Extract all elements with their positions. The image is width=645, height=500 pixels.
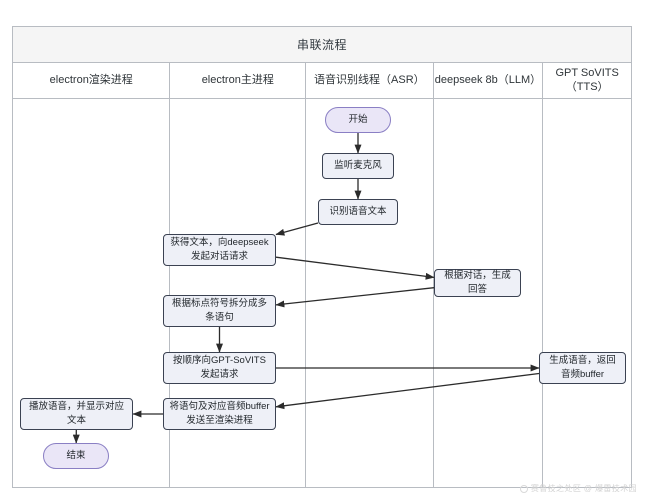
lane-header-4: GPT SoVITS（TTS） xyxy=(543,63,631,98)
lane-header-label: GPT SoVITS（TTS） xyxy=(555,67,619,93)
lane-header-0: electron渲染进程 xyxy=(13,63,171,98)
page-title: 串联流程 xyxy=(296,38,347,52)
flow-node-llmanswer[interactable]: 根据对话，生成回答 xyxy=(434,269,521,297)
diagram-title-bar: 串联流程 xyxy=(13,27,631,63)
flow-node-label: 监听麦克风 xyxy=(334,160,382,172)
flow-node-split[interactable]: 根据标点符号拆分成多条语句 xyxy=(163,295,276,327)
flow-node-listen[interactable]: 监听麦克风 xyxy=(322,153,394,179)
lane-header-2: 语音识别线程（ASR） xyxy=(306,63,434,98)
flow-node-label: 播放语音，并显示对应文本 xyxy=(28,401,124,426)
watermark-dot-icon xyxy=(519,484,528,493)
lane-header-1: electron主进程 xyxy=(170,63,307,98)
flow-node-end[interactable]: 结束 xyxy=(43,443,109,469)
lane-header-label: electron主进程 xyxy=(201,73,274,86)
flow-node-label: 获得文本，向deepseek发起对话请求 xyxy=(170,237,269,262)
watermark: 赛鲁技之处区 @ 爆雷技术园 xyxy=(519,483,637,494)
flow-node-label: 开始 xyxy=(348,114,368,126)
flow-node-label: 将语句及对应音频buffer发送至渲染进程 xyxy=(169,401,270,426)
flow-node-gettext[interactable]: 获得文本，向deepseek发起对话请求 xyxy=(163,234,276,266)
flow-node-ttsreq[interactable]: 按顺序向GPT-SoVITS发起请求 xyxy=(163,352,276,384)
flow-node-label: 按顺序向GPT-SoVITS发起请求 xyxy=(173,355,266,380)
flow-node-asrtext[interactable]: 识别语音文本 xyxy=(318,199,398,225)
lane-header-3: deepseek 8b（LLM） xyxy=(434,63,544,98)
flow-node-label: 生成语音，返回音频buffer xyxy=(549,355,616,380)
lane-column-4 xyxy=(543,99,631,487)
lane-header-label: deepseek 8b（LLM） xyxy=(434,73,542,86)
flow-node-sendback[interactable]: 将语句及对应音频buffer发送至渲染进程 xyxy=(163,398,276,430)
lane-header-row: electron渲染进程 electron主进程 语音识别线程（ASR） deepse… xyxy=(13,63,631,99)
flow-node-label: 根据对话，生成回答 xyxy=(444,270,511,295)
lane-column-0 xyxy=(13,99,171,487)
watermark-text: 赛鲁技之处区 @ 爆雷技术园 xyxy=(530,484,637,493)
lane-column-3 xyxy=(434,99,544,487)
flow-node-play[interactable]: 播放语音，并显示对应文本 xyxy=(20,398,133,430)
flow-node-label: 根据标点符号拆分成多条语句 xyxy=(171,298,267,323)
flow-node-label: 结束 xyxy=(66,450,86,462)
flow-node-label: 识别语音文本 xyxy=(329,206,387,218)
lane-header-label: electron渲染进程 xyxy=(49,73,133,86)
flow-node-start[interactable]: 开始 xyxy=(325,107,391,133)
flow-node-ttsgen[interactable]: 生成语音，返回音频buffer xyxy=(539,352,626,384)
lane-header-label: 语音识别线程（ASR） xyxy=(314,73,425,86)
